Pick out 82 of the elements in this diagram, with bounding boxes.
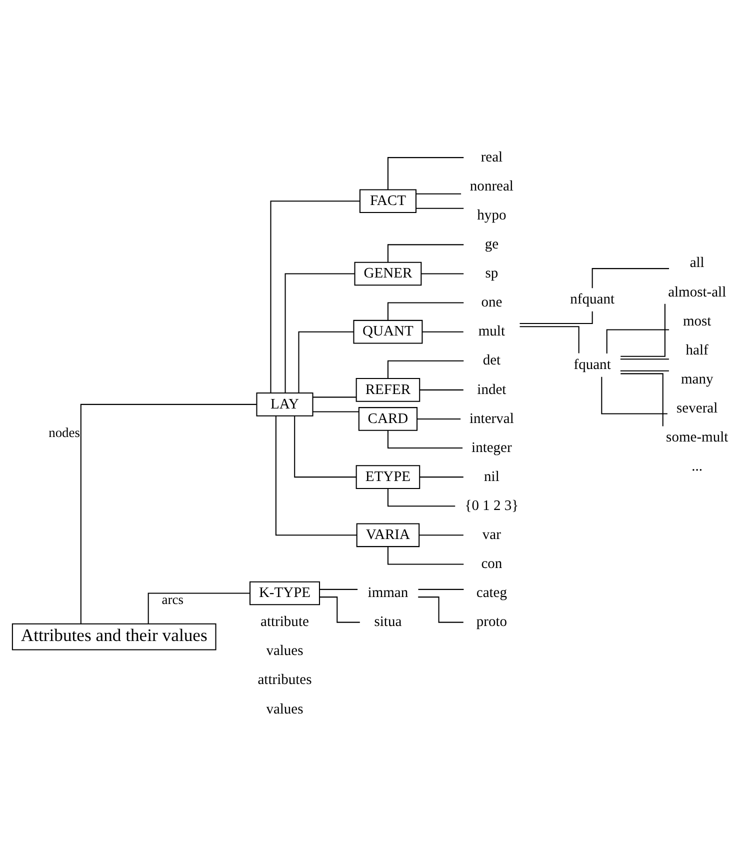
connector — [592, 268, 670, 288]
node-text: nfquant — [570, 291, 614, 308]
connector — [270, 200, 360, 392]
node-text: sp — [485, 265, 498, 282]
connector — [275, 416, 357, 536]
node-text: {0 1 2 3} — [464, 497, 519, 514]
connector — [419, 534, 464, 536]
connector — [417, 418, 461, 419]
connector — [387, 546, 464, 564]
connector — [418, 596, 464, 622]
node-text: all — [690, 254, 704, 271]
connector — [620, 358, 669, 360]
connector — [387, 430, 463, 448]
label: attributes — [258, 672, 312, 688]
label: ... — [692, 458, 703, 474]
edge-label: nodes — [48, 424, 80, 440]
node-text: proto — [476, 614, 508, 630]
node-text: imman — [368, 584, 408, 601]
connector — [387, 244, 464, 262]
node-text: indet — [477, 381, 506, 398]
connector — [420, 388, 464, 390]
label: values — [266, 700, 304, 717]
connector — [520, 326, 580, 353]
connector — [620, 372, 664, 426]
connector — [387, 156, 464, 190]
node-box: Attributes and their values — [12, 622, 216, 650]
node-text: integer — [472, 439, 512, 456]
connector — [416, 192, 462, 194]
node-box: FACT — [359, 188, 416, 213]
connector — [387, 488, 456, 506]
edge-label: arcs — [162, 592, 184, 607]
node-text: nonreal — [470, 178, 514, 194]
node-text: most — [682, 312, 712, 329]
node-text: ge — [484, 236, 499, 252]
connector — [422, 330, 464, 332]
node-text: several — [676, 400, 718, 416]
node-text: fquant — [574, 356, 611, 372]
node-text: interval — [470, 410, 514, 426]
connector — [80, 403, 256, 624]
node-box: CARD — [358, 406, 418, 430]
node-text: real — [480, 148, 503, 165]
node-box: GENER — [354, 261, 422, 286]
label: attribute — [260, 614, 309, 630]
connector — [320, 596, 360, 622]
node-text: situa — [374, 614, 402, 630]
node-box: K-TYPE — [249, 580, 320, 605]
connector — [601, 376, 668, 414]
node-text: nil — [484, 468, 500, 484]
node-text: categ — [476, 584, 508, 601]
node-box: VARIA — [356, 522, 420, 547]
connector — [606, 328, 670, 353]
node-text: mult — [478, 323, 506, 340]
node-text: almost-all — [668, 284, 726, 300]
node-box: REFER — [356, 378, 420, 402]
node-box: LAY — [256, 392, 314, 416]
label: values — [266, 642, 304, 659]
node-text: many — [680, 370, 714, 387]
node-text: half — [686, 342, 708, 358]
connector — [420, 476, 464, 478]
node-text: one — [481, 294, 502, 310]
connector — [620, 370, 669, 371]
connector — [620, 303, 666, 356]
connector — [520, 310, 593, 324]
node-text: hypo — [477, 206, 506, 223]
node-text: det — [482, 352, 501, 368]
node-text: some-mult — [666, 428, 728, 445]
connector — [294, 416, 356, 478]
connector — [320, 588, 358, 590]
connector — [387, 302, 464, 320]
connector — [418, 588, 464, 590]
connector — [312, 396, 356, 398]
node-box: QUANT — [353, 319, 423, 344]
node-text: con — [481, 556, 502, 572]
node-text: var — [482, 526, 501, 542]
connector — [416, 207, 464, 208]
connector — [298, 330, 354, 392]
node-box: ETYPE — [356, 464, 420, 488]
connector — [387, 360, 464, 378]
connector — [148, 592, 250, 624]
connector — [421, 272, 464, 274]
connector — [312, 410, 359, 412]
connector — [284, 272, 355, 392]
